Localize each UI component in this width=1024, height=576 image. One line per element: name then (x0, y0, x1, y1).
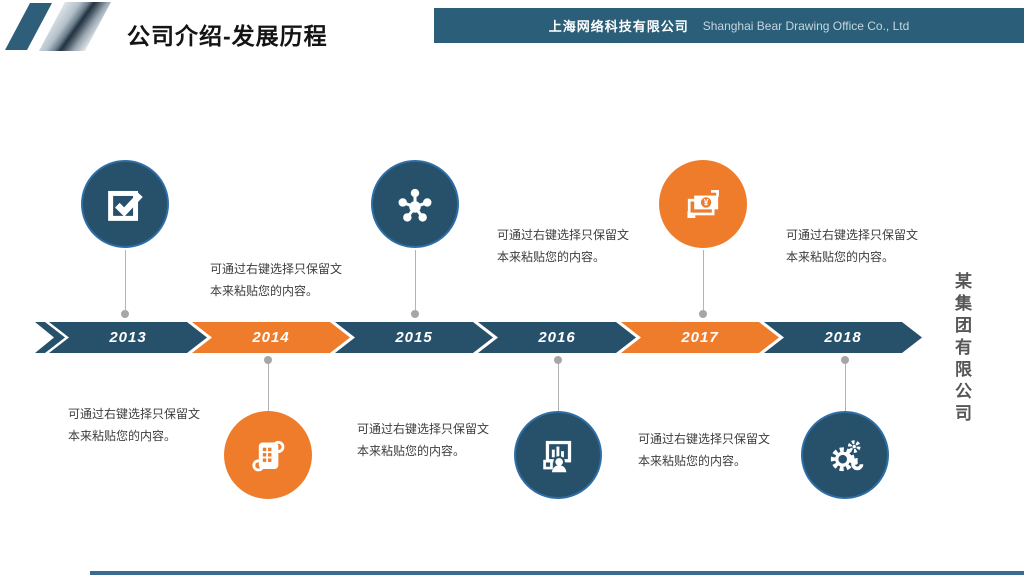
company-name-en: Shanghai Bear Drawing Office Co., Ltd (702, 18, 910, 33)
company-name-cn: 上海网络科技有限公司 (548, 19, 689, 34)
timeline-segment-2016: 2016 (478, 322, 636, 353)
connector-dot-2016 (554, 356, 562, 364)
presentation-icon (543, 440, 572, 473)
timeline-segment-2013: 2013 (49, 322, 207, 353)
company-banner: 上海网络科技有限公司 Shanghai Bear Drawing Office … (434, 8, 1024, 43)
timeline-segment-2017: 2017 (621, 322, 779, 353)
page-title: 公司介绍-发展历程 (127, 23, 328, 49)
building-photo-parallelogram (38, 2, 111, 51)
footer-accent-bar (90, 571, 1024, 575)
timeline-segment-2018: 2018 (764, 322, 922, 353)
milestone-circle-2015 (371, 160, 459, 248)
year-label: 2016 (538, 329, 576, 346)
connector-line-2016 (558, 363, 559, 411)
milestone-circle-2014 (224, 411, 312, 499)
connector-line-2017 (703, 250, 704, 310)
svg-text:¥: ¥ (704, 198, 709, 208)
connector-line-2013 (125, 250, 126, 310)
vertical-company-name: 某集团有限公司 (952, 272, 971, 426)
year-label: 2015 (395, 329, 433, 346)
placeholder-text-2018: 可通过右键选择只保留文本来粘贴您的内容。 (786, 228, 919, 265)
connector-dot-2013 (121, 310, 129, 318)
check-square-icon (108, 190, 143, 221)
milestone-circle-2018 (801, 411, 889, 499)
molecule-icon (398, 188, 432, 222)
year-label: 2013 (109, 329, 147, 346)
milestone-circle-2013 (81, 160, 169, 248)
timeline-segment-2015: 2015 (335, 322, 493, 353)
year-label: 2018 (824, 329, 862, 346)
placeholder-text-2014: 可通过右键选择只保留文本来粘贴您的内容。 (210, 262, 343, 299)
receipt-icon (252, 440, 285, 472)
connector-dot-2018 (841, 356, 849, 364)
timeline-segment-2014: 2014 (192, 322, 350, 353)
connector-dot-2014 (264, 356, 272, 364)
placeholder-text-2013: 可通过右键选择只保留文本来粘贴您的内容。 (68, 407, 201, 444)
connector-line-2014 (268, 363, 269, 411)
placeholder-text-2015: 可通过右键选择只保留文本来粘贴您的内容。 (357, 422, 490, 459)
milestone-circle-2016 (514, 411, 602, 499)
connector-dot-2017 (699, 310, 707, 318)
milestone-circle-2017: ¥ (659, 160, 747, 248)
year-label: 2014 (252, 329, 290, 346)
connector-line-2015 (415, 250, 416, 310)
connector-dot-2015 (411, 310, 419, 318)
placeholder-text-2016: 可通过右键选择只保留文本来粘贴您的内容。 (497, 228, 630, 265)
placeholder-text-2017: 可通过右键选择只保留文本来粘贴您的内容。 (638, 432, 771, 469)
connector-line-2018 (845, 363, 846, 411)
gear-wrench-icon (830, 440, 864, 472)
money-exchange-icon: ¥ (687, 190, 719, 218)
year-label: 2017 (681, 329, 719, 346)
